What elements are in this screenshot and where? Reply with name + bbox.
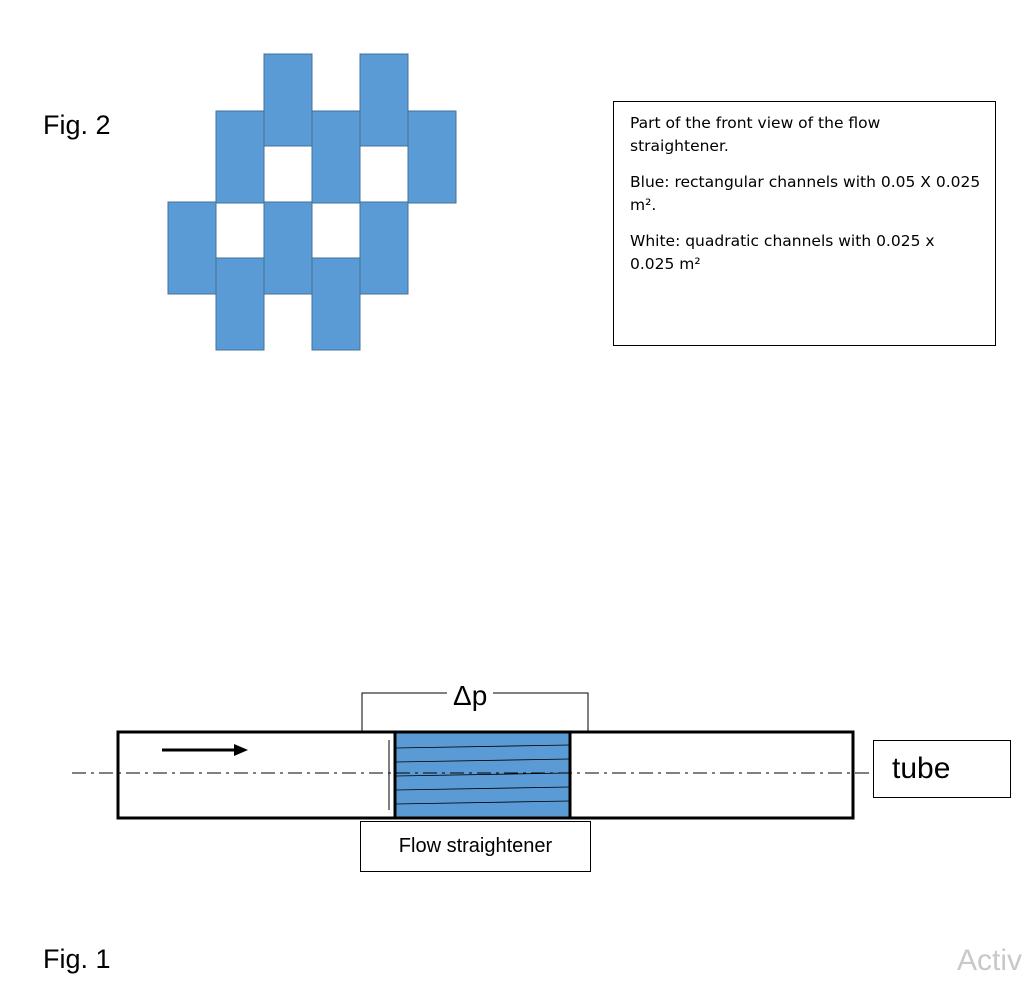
blue-channel (359, 53, 409, 147)
blue-channel (263, 201, 313, 295)
pressure-drop-label: Δp (447, 680, 494, 712)
fig2-label: Fig. 2 (43, 110, 111, 140)
right-arrow-icon (162, 744, 248, 756)
blue-channel (359, 201, 409, 295)
flow-straightener-block (393, 730, 572, 820)
blue-channel (311, 110, 361, 204)
blue-channel (215, 257, 265, 351)
blue-channel (167, 201, 217, 295)
blue-channel (263, 53, 313, 147)
description-line: White: quadratic channels with 0.025 x 0… (630, 232, 935, 273)
flow-straightener-label: Flow straightener (360, 821, 591, 872)
blue-channel (311, 257, 361, 351)
blue-channel (215, 110, 265, 204)
description-line: Blue: rectangular channels with 0.05 X 0… (630, 173, 981, 214)
activation-watermark: Activ (957, 944, 1023, 977)
description-line: Part of the front view of the flow strai… (630, 114, 881, 155)
blue-channel (407, 110, 457, 204)
fig1-label: Fig. 1 (43, 944, 111, 974)
description-box: Part of the front view of the flow strai… (613, 101, 996, 346)
tube-label: tube (873, 740, 1011, 798)
